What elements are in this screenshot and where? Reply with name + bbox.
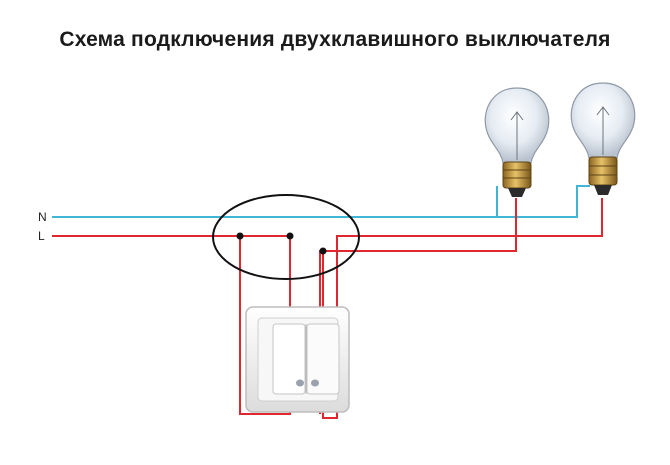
light-bulb-icon <box>570 82 636 195</box>
light-bulb-icon <box>484 87 550 197</box>
line-wire-label: L <box>38 229 45 243</box>
switch-key-left <box>272 323 306 395</box>
diagram-title: Схема подключения двухклавишного выключа… <box>59 28 611 51</box>
junction-dot <box>319 247 327 255</box>
switch-output-wire-lamp-2 <box>322 198 603 419</box>
neutral-wire-to-lamp-2 <box>497 185 590 218</box>
junction-dot <box>236 232 244 240</box>
line-wire <box>52 235 291 415</box>
junction-dot <box>286 232 294 240</box>
switch-indicator-icon <box>311 379 319 387</box>
switch-key-right <box>306 323 340 395</box>
neutral-wire <box>52 186 498 218</box>
switch-indicator-icon <box>296 379 304 387</box>
double-gang-switch <box>245 306 350 413</box>
neutral-wire-label: N <box>38 210 47 224</box>
junction-box-ellipse <box>212 194 360 280</box>
